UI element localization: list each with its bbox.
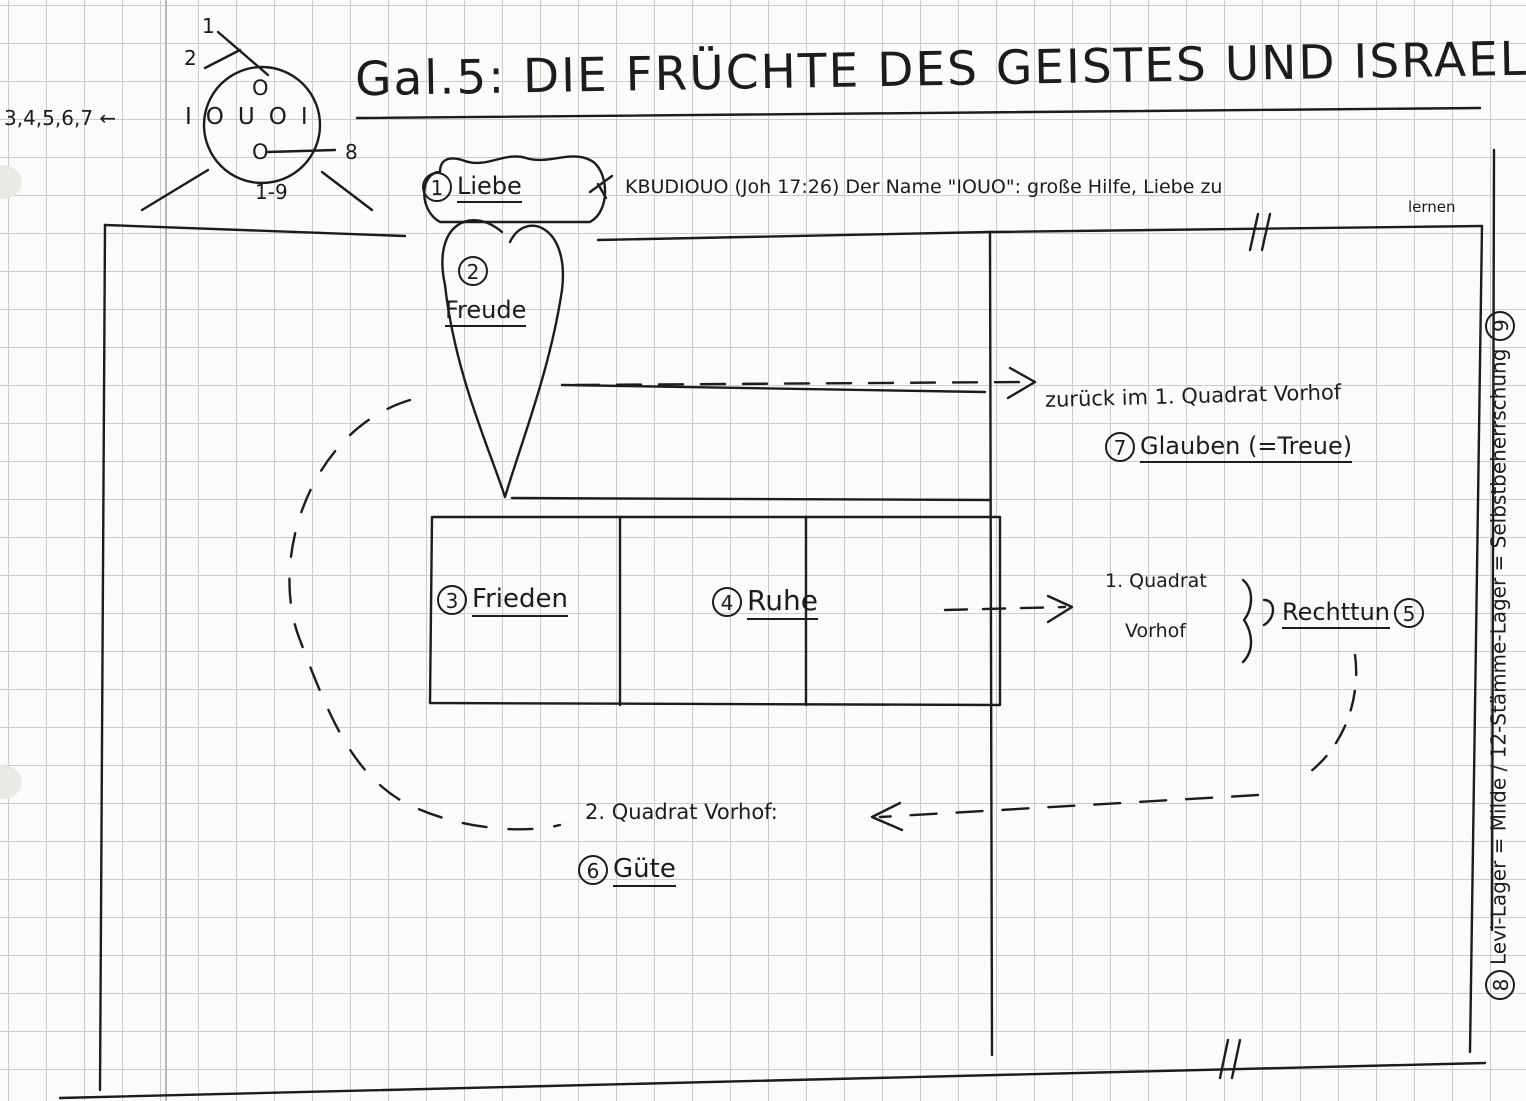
ruhe-text: Ruhe xyxy=(747,584,818,620)
rechttun-number: 5 xyxy=(1394,598,1425,628)
side-divider xyxy=(1490,148,1496,932)
court-hline-2 xyxy=(510,496,992,502)
dashed-arrow-guete xyxy=(878,793,1260,819)
dashed-curve-left xyxy=(288,398,562,831)
ruhe-number: 4 xyxy=(712,587,742,617)
emblem-letter: U xyxy=(237,104,269,130)
title-underline xyxy=(355,106,1482,120)
side-text-content: Levi-Lager = Milde / 12-Stämme-Lager = S… xyxy=(1486,348,1511,965)
emblem-stroke-2 xyxy=(203,48,242,70)
liebe-number: 1 xyxy=(422,172,452,202)
emblem-number-9: 1-9 xyxy=(255,180,288,204)
frieden-number: 3 xyxy=(437,584,467,615)
arrowhead-guete xyxy=(870,801,904,832)
side-number-8: 8 xyxy=(1485,970,1515,1000)
emblem-base-right xyxy=(320,170,374,212)
emblem-letter: I xyxy=(300,104,322,130)
court-hline-1 xyxy=(560,383,987,394)
emblem-letter: O xyxy=(268,104,301,130)
rechttun-text: Rechttun xyxy=(1282,598,1391,629)
punch-hole-top xyxy=(0,165,22,199)
vorhof1-line2: Vorhof xyxy=(1125,620,1186,642)
emblem-base-left xyxy=(140,168,210,212)
dashed-curve-rechttun xyxy=(1308,653,1358,774)
guete-text: Güte xyxy=(613,854,676,887)
break-mark-top xyxy=(1248,212,1272,252)
guete-number: 6 xyxy=(578,854,608,885)
glauben-number: 7 xyxy=(1105,432,1135,462)
side-text: 8 Levi-Lager = Milde / 12-Stämme-Lager = … xyxy=(1485,306,1515,1000)
emblem-letter: O xyxy=(205,104,238,130)
freude-number: 2 xyxy=(458,256,488,286)
emblem-top-letter: O xyxy=(252,76,269,100)
frieden-text: Frieden xyxy=(472,584,568,617)
emblem-row-label: 3,4,5,6,7 ← xyxy=(4,106,117,130)
liebe-text: Liebe xyxy=(457,172,522,203)
arrowhead-vorhof1 xyxy=(1046,594,1074,624)
emblem-letter: I xyxy=(185,104,206,130)
court-right xyxy=(1468,224,1484,1054)
emblem-circle xyxy=(202,65,322,185)
dashed-arrow-glauben xyxy=(573,380,1027,387)
liebe-cloud-outline xyxy=(423,155,607,224)
heart-outline xyxy=(441,219,565,499)
vorhof2-label: 2. Quadrat Vorhof: xyxy=(585,800,778,824)
freude-text: Freude xyxy=(445,296,527,327)
liebe-annotation: KBUDIOUO (Joh 17:26) Der Name "IOUO": gr… xyxy=(625,176,1223,198)
brace-left xyxy=(1241,578,1253,664)
court-top-right xyxy=(988,224,1484,234)
court-mid-vertical xyxy=(988,230,994,1057)
court-top-left xyxy=(103,223,407,238)
emblem-bottom-letter: O xyxy=(252,140,269,164)
emblem-number-8: 8 xyxy=(345,140,358,164)
dashed-arrow-vorhof1 xyxy=(943,605,1067,612)
emblem-number-2: 2 xyxy=(184,46,197,70)
emblem-number-1: 1 xyxy=(202,14,215,38)
freude-number-wrap: 2 xyxy=(458,256,493,286)
side-number-9: 9 xyxy=(1485,310,1515,341)
notebook-margin-line xyxy=(165,0,167,1101)
emblem-stroke-1 xyxy=(216,30,270,77)
court-top-mid xyxy=(596,230,992,242)
punch-hole-bottom xyxy=(0,765,22,799)
sanctuary-rect xyxy=(428,515,1002,707)
emblem-row-letters: IOUOI xyxy=(185,104,322,130)
arrowhead-glauben xyxy=(1006,366,1037,400)
break-mark-bottom xyxy=(1218,1038,1242,1080)
emblem-pointer-8 xyxy=(266,148,337,154)
liebe-annotation-cont: lernen xyxy=(1408,198,1456,216)
court-bottom xyxy=(58,1061,1487,1100)
court-left xyxy=(98,223,107,1092)
brace-right xyxy=(1262,598,1275,627)
glauben-text: Glauben (=Treue) xyxy=(1140,432,1353,463)
liebe-arrow xyxy=(588,174,614,200)
vorhof1-line1: 1. Quadrat xyxy=(1105,570,1207,592)
